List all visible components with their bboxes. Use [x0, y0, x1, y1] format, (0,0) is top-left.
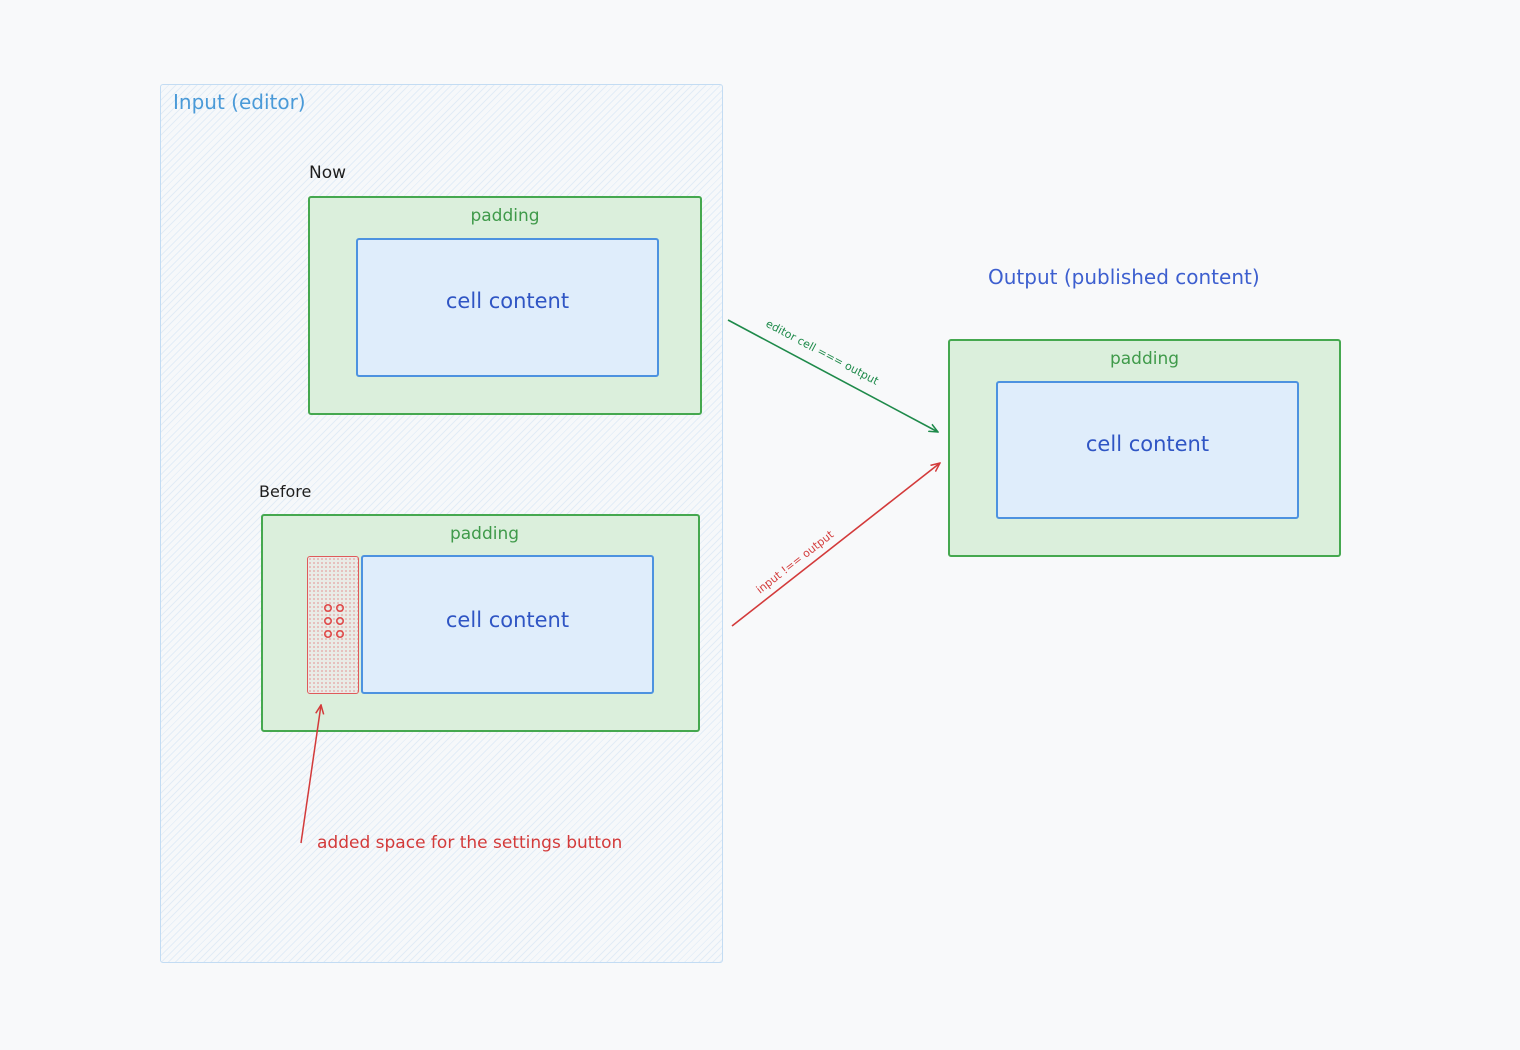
settings-space-annotation: added space for the settings button: [317, 833, 623, 853]
before-cell-content-box: [361, 555, 654, 694]
settings-space-pointer-arrow: [300, 705, 321, 844]
now-padding-label: padding: [470, 206, 540, 226]
before-heading: Before: [259, 482, 312, 501]
input-frame-title: Input (editor): [173, 90, 306, 114]
settings-button-space: [307, 556, 359, 694]
before-cell-content-label: cell content: [445, 608, 570, 632]
not-equal-output-arrow: [731, 463, 940, 627]
equal-output-arrow: [727, 319, 938, 432]
now-cell-content-box: [356, 238, 659, 377]
output-padding-label: padding: [1109, 349, 1180, 369]
now-heading: Now: [309, 163, 347, 183]
now-cell-content-label: cell content: [445, 289, 570, 313]
grip-dots-icon: [324, 604, 344, 638]
not-equal-output-arrow-label: input !== output: [754, 528, 837, 597]
output-heading: Output (published content): [988, 265, 1260, 289]
before-padding-label: padding: [449, 524, 520, 544]
equal-output-arrow-label: editor cell === output: [764, 317, 882, 388]
output-cell-content-box: [996, 381, 1299, 519]
output-cell-content-label: cell content: [1085, 432, 1210, 456]
